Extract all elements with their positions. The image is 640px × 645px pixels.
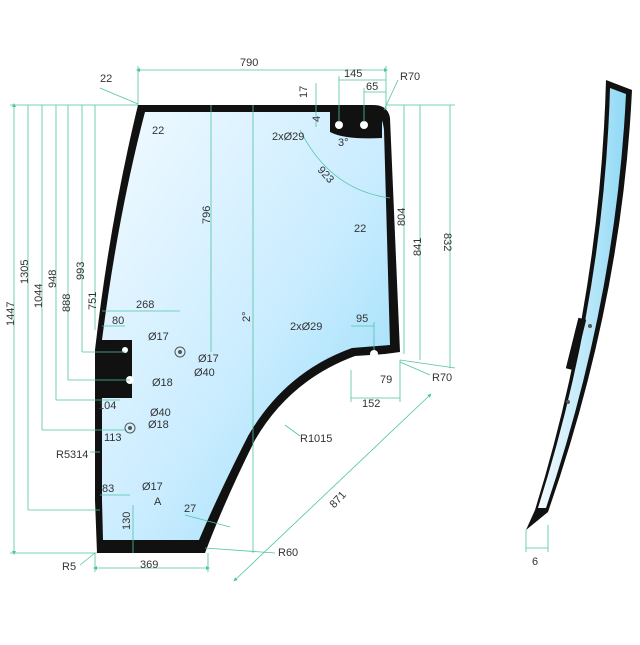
label-95: 95 xyxy=(356,313,368,325)
label-145: 145 xyxy=(344,68,362,80)
label-1447: 1447 xyxy=(5,302,17,326)
label-o18-b: Ø18 xyxy=(148,419,169,431)
label-22-right: 22 xyxy=(354,223,366,235)
label-22-corner: 22 xyxy=(100,73,112,85)
label-796: 796 xyxy=(201,206,213,224)
label-4: 4 xyxy=(311,116,323,122)
label-2x-o29-right: 2xØ29 xyxy=(290,321,322,333)
label-3deg: 3° xyxy=(338,137,349,149)
hole-right-a xyxy=(370,350,378,358)
label-o40-b: Ø40 xyxy=(150,407,171,419)
label-2deg: 2° xyxy=(241,311,253,322)
label-6: 6 xyxy=(532,556,538,568)
hole-hinge-a xyxy=(122,347,128,353)
label-888: 888 xyxy=(61,294,73,312)
label-369: 369 xyxy=(140,559,158,571)
label-1044: 1044 xyxy=(33,284,45,308)
label-65: 65 xyxy=(366,81,378,93)
label-o18-a: Ø18 xyxy=(152,377,173,389)
label-o17-b: Ø17 xyxy=(198,353,219,365)
label-o17-c: Ø17 xyxy=(142,481,163,493)
side-view xyxy=(525,80,632,552)
label-r5: R5 xyxy=(62,561,76,573)
label-804: 804 xyxy=(396,208,408,226)
label-83: 83 xyxy=(102,483,114,495)
label-2x-o29-top: 2xØ29 xyxy=(272,131,304,143)
window-glass-main xyxy=(95,105,400,553)
hole-top-a xyxy=(335,121,343,129)
dimension-labels: 790 145 65 R70 22 17 4 2xØ29 3° 22 804 8… xyxy=(5,57,538,573)
label-1305: 1305 xyxy=(19,260,31,284)
hinge-plate xyxy=(98,340,132,398)
side-hinge xyxy=(565,317,587,371)
label-268: 268 xyxy=(136,299,154,311)
label-17: 17 xyxy=(298,86,310,98)
label-993: 993 xyxy=(75,262,87,280)
glass-pane xyxy=(102,112,390,540)
label-r1015: R1015 xyxy=(300,433,332,445)
label-113: 113 xyxy=(104,432,122,444)
label-104: 104 xyxy=(98,400,116,412)
side-glass xyxy=(538,88,626,508)
label-948: 948 xyxy=(47,270,59,288)
label-r70-bottom: R70 xyxy=(432,372,452,384)
label-871: 871 xyxy=(328,489,349,511)
label-790: 790 xyxy=(240,57,258,69)
hole-mid xyxy=(174,346,186,358)
hole-top-b xyxy=(360,121,368,129)
dimension-lines xyxy=(10,66,456,582)
hole-lower xyxy=(124,422,136,434)
label-130: 130 xyxy=(121,512,133,530)
label-79: 79 xyxy=(380,374,392,386)
label-r5314: R5314 xyxy=(56,449,88,461)
label-r60: R60 xyxy=(278,547,298,559)
mirror-mount-plate xyxy=(330,109,382,139)
label-o40-a: Ø40 xyxy=(194,367,215,379)
label-r70-top: R70 xyxy=(400,71,420,83)
label-80: 80 xyxy=(112,315,124,327)
hole-right-b xyxy=(347,362,355,370)
label-832: 832 xyxy=(441,233,453,251)
label-841: 841 xyxy=(412,238,424,256)
label-27: 27 xyxy=(184,503,196,515)
label-o17-a: Ø17 xyxy=(148,331,169,343)
label-152: 152 xyxy=(362,398,380,410)
label-751: 751 xyxy=(87,292,99,310)
label-22-inner: 22 xyxy=(152,125,164,137)
label-a: A xyxy=(154,496,162,508)
